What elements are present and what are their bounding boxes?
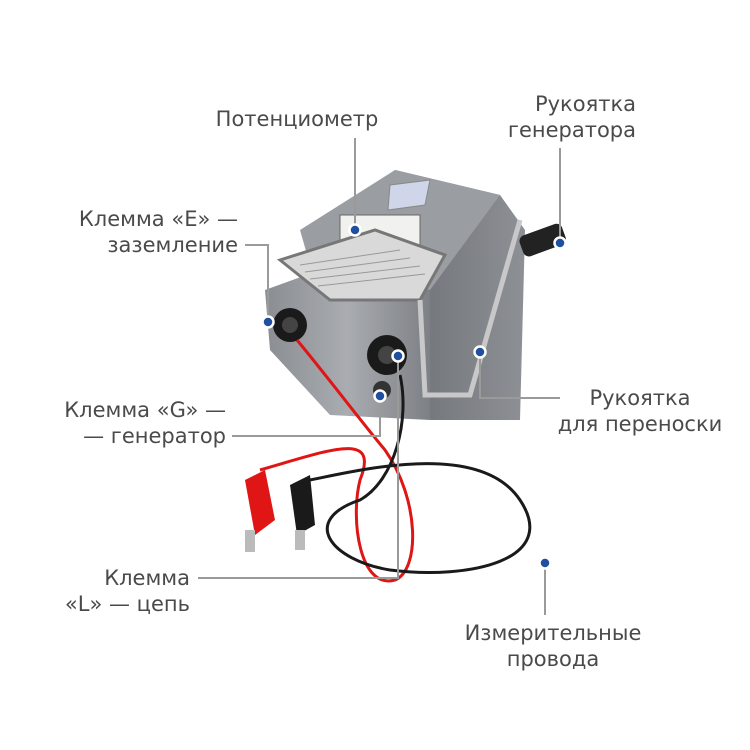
label-line: «L» — цепь xyxy=(64,592,190,616)
marker-carry-handle xyxy=(473,345,487,359)
marker-terminal-l xyxy=(391,349,405,363)
label-line: Потенциометр xyxy=(215,107,379,131)
label-line: — генератор xyxy=(83,424,226,448)
label-line: Клемма «G» — xyxy=(64,398,226,422)
marker-potentiometer xyxy=(348,223,362,237)
label-potentiometer: Потенциометр xyxy=(200,106,394,132)
label-line: провода xyxy=(506,647,600,671)
alligator-clips xyxy=(245,470,315,552)
label-line: для переноски xyxy=(557,412,723,436)
label-test-leads: Измерительные провода xyxy=(440,620,666,672)
label-line: Рукоятка xyxy=(534,92,636,116)
marker-terminal-g xyxy=(373,389,387,403)
label-line: Клемма xyxy=(104,566,190,590)
leader-lines xyxy=(198,138,561,615)
label-line: Измерительные xyxy=(464,621,642,645)
label-line: заземление xyxy=(107,233,238,257)
label-line: генератора xyxy=(507,118,636,142)
marker-generator-handle xyxy=(553,236,567,250)
label-carry-handle: Рукоятка для переноски xyxy=(555,385,725,437)
label-line: Клемма «E» — xyxy=(78,207,238,231)
label-terminal-e: Клемма «E» — заземление xyxy=(30,206,238,258)
label-terminal-l: Клемма «L» — цепь xyxy=(40,565,190,617)
label-generator-handle: Рукоятка генератора xyxy=(480,91,636,143)
device-body xyxy=(265,170,566,420)
markers xyxy=(261,223,567,570)
marker-terminal-e xyxy=(261,315,275,329)
label-line: Рукоятка xyxy=(589,386,691,410)
test-leads xyxy=(259,339,532,583)
marker-test-leads xyxy=(538,556,552,570)
label-terminal-g: Клемма «G» — — генератор xyxy=(20,397,226,449)
